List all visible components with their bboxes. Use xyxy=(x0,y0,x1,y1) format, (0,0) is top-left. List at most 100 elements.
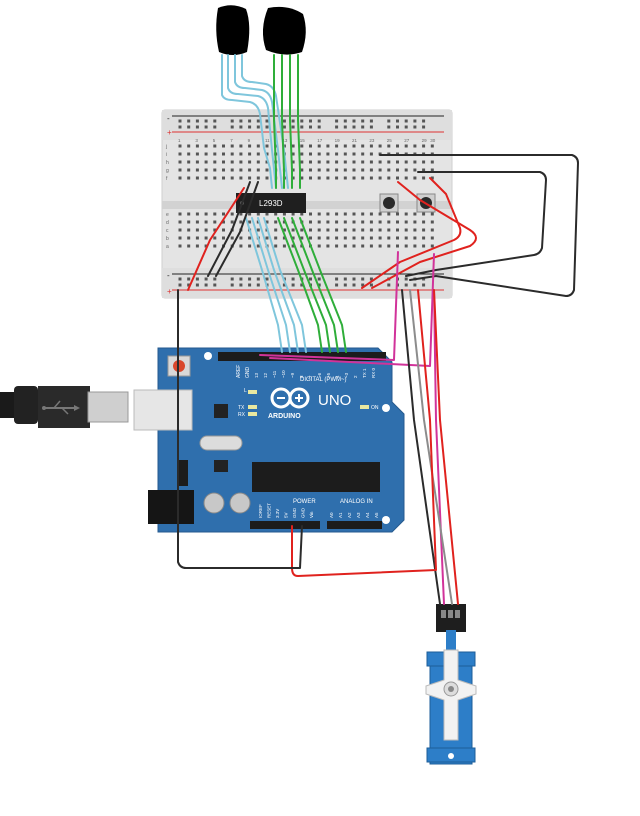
column-number: 15 xyxy=(300,138,306,143)
power-label: POWER xyxy=(293,499,316,505)
wire-black-27 xyxy=(401,289,441,605)
wire-green-15 xyxy=(299,217,347,353)
digital-pins-label: DIGITAL (PWM~) xyxy=(300,377,347,383)
wire-green-14 xyxy=(291,217,339,353)
analog-pin-label: A5 xyxy=(374,512,379,518)
row-letter: f xyxy=(166,176,168,182)
wire-blue-3 xyxy=(241,54,289,189)
analog-pin-labels: A0 A1 A2 A3 A4 A5 xyxy=(329,512,379,518)
column-number: 11 xyxy=(265,138,270,143)
servo-motor xyxy=(425,604,477,765)
wire-green-12 xyxy=(277,217,323,353)
row-letter: a xyxy=(166,244,169,250)
aref-label: AREF xyxy=(236,365,242,378)
column-number: 21 xyxy=(352,138,358,143)
power-pin-label: IOREF xyxy=(258,504,263,518)
analog-pin-label: A3 xyxy=(356,512,361,518)
column-number: 19 xyxy=(335,138,341,143)
row-letter: j xyxy=(165,144,167,150)
led-tx-label: TX xyxy=(238,405,245,411)
row-letter: g xyxy=(166,168,169,174)
digital-pin-label: ~10 xyxy=(281,370,286,378)
wire-black-19 xyxy=(379,154,579,297)
wire-red-18 xyxy=(187,187,245,291)
row-letter: c xyxy=(166,228,169,234)
column-number: 29 xyxy=(422,138,428,143)
wire-green-5 xyxy=(281,54,285,189)
chip-label: L293D xyxy=(259,199,283,208)
wire-blue-2 xyxy=(234,54,283,189)
row-letter: h xyxy=(166,160,169,166)
gnd-top-label: GND xyxy=(245,367,251,379)
digital-pin-label: ~6 xyxy=(317,372,322,378)
arduino-uno-board: ARDUINO UNO DIGITAL (PWM~) POWER ANALOG … xyxy=(133,347,405,533)
digital-pin-label: 7 xyxy=(308,375,313,378)
wire-black-17 xyxy=(215,181,259,277)
wire-magenta-23 xyxy=(259,251,399,361)
wire-gray-26 xyxy=(409,289,453,605)
digital-pin-label: RX 0 xyxy=(371,367,376,378)
power-pin-label: 3.3V xyxy=(275,509,280,518)
power-pin-label: GND xyxy=(292,507,297,518)
rail-minus-label-bottom: - xyxy=(167,271,170,280)
wire-black-29 xyxy=(177,289,303,569)
dc-motor-left xyxy=(216,5,250,55)
wire-black-20 xyxy=(405,171,547,277)
column-number: 23 xyxy=(369,138,375,143)
arduino-logo-text: ARDUINO xyxy=(268,413,301,420)
row-letter: e xyxy=(166,212,169,218)
analog-pin-label: A4 xyxy=(365,512,370,518)
wire-green-13 xyxy=(283,217,331,353)
column-number: 7 xyxy=(230,138,233,143)
arduino-model-text: UNO xyxy=(318,392,351,409)
column-number: 25 xyxy=(387,138,393,143)
digital-pin-label: ~3 xyxy=(344,372,349,378)
analog-pin-label: A0 xyxy=(329,512,334,518)
wire-red-21 xyxy=(371,181,477,289)
wires xyxy=(177,54,579,605)
wire-blue-8 xyxy=(245,217,283,353)
wire-green-6 xyxy=(289,54,293,189)
dc-motor-right xyxy=(262,6,306,55)
digital-pin-label: ~9 xyxy=(290,372,295,378)
digital-pin-label: TX 1 xyxy=(362,368,367,378)
wire-magenta-24 xyxy=(269,253,435,367)
rail-minus-label: - xyxy=(167,114,170,123)
wire-black-16 xyxy=(207,181,251,277)
row-letter: i xyxy=(166,152,167,158)
wire-green-4 xyxy=(273,54,277,189)
l293d-chip: L293D xyxy=(236,193,306,213)
column-number: 3 xyxy=(195,138,198,143)
column-number: 1 xyxy=(178,138,181,143)
wire-magenta-25 xyxy=(433,289,445,605)
arduino-logo-icon xyxy=(270,387,310,409)
digital-pin-label: ~11 xyxy=(272,370,277,378)
wire-blue-0 xyxy=(221,54,273,189)
analog-pin-label: A2 xyxy=(347,512,352,518)
power-pin-label: RESET xyxy=(267,503,272,518)
digital-pin-label: 8 xyxy=(299,375,304,378)
column-number: 30 xyxy=(430,138,436,143)
rail-plus-label-bottom: + xyxy=(167,287,172,296)
digital-pin-label: 2 xyxy=(353,375,358,378)
push-button-1[interactable] xyxy=(379,193,399,213)
wire-blue-10 xyxy=(257,217,299,353)
wire-green-7 xyxy=(297,54,301,189)
usb-cable xyxy=(0,386,129,428)
rail-plus-label: + xyxy=(167,128,172,137)
usb-icon xyxy=(42,400,80,415)
column-number: 9 xyxy=(248,138,251,143)
led-on-label: ON xyxy=(371,405,379,411)
analog-pin-label: A1 xyxy=(338,512,343,518)
digital-pin-label: 13 xyxy=(254,372,259,378)
row-letter: b xyxy=(166,236,169,242)
digital-pin-label: 4 xyxy=(335,375,340,378)
digital-pin-label: 12 xyxy=(263,372,268,378)
wire-blue-1 xyxy=(227,54,277,189)
wire-blue-11 xyxy=(263,217,307,353)
analog-label: ANALOG IN xyxy=(340,499,373,505)
